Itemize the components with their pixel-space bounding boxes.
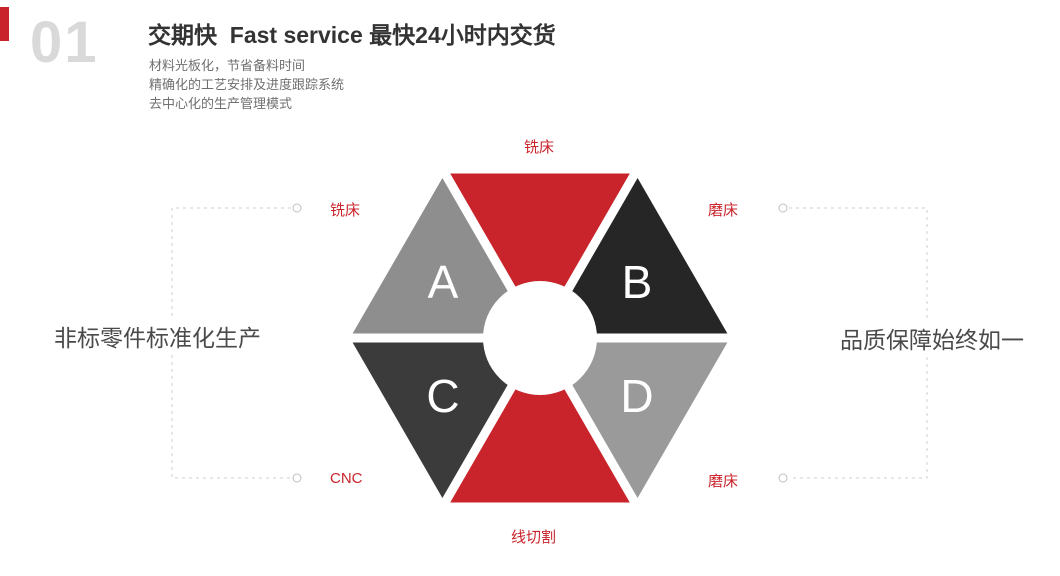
triangle-lower-left bbox=[350, 338, 540, 503]
label-upper-right-grinding: 磨床 bbox=[708, 202, 739, 219]
caption-right: 品质保障始终如一 bbox=[836, 319, 1028, 357]
label-bottom-wirecut: 线切割 bbox=[511, 529, 557, 546]
section-title: 交期快 Fast service 最快24小时内交货 bbox=[148, 22, 556, 48]
triangle-top bbox=[445, 173, 635, 338]
feature-bullet: 材料光板化，节省备料时间 bbox=[149, 58, 306, 73]
letter-b: B bbox=[622, 256, 653, 308]
connector-node bbox=[292, 203, 302, 213]
triangle-lower-right bbox=[540, 338, 730, 503]
feature-bullet-list: 材料光板化，节省备料时间 精确化的工艺安排及进度跟踪系统 去中心化的生产管理模式 bbox=[149, 56, 344, 113]
connector-node bbox=[778, 473, 788, 483]
connector-node bbox=[292, 473, 302, 483]
letter-c: C bbox=[426, 370, 459, 422]
triangle-upper-right bbox=[540, 173, 730, 338]
triangle-bottom bbox=[445, 338, 635, 503]
section-number: 01 bbox=[30, 10, 99, 75]
label-lower-right-grinding: 磨床 bbox=[708, 473, 739, 490]
connector-node bbox=[778, 203, 788, 213]
label-upper-left-milling: 铣床 bbox=[330, 202, 361, 219]
feature-bullet: 精确化的工艺安排及进度跟踪系统 bbox=[149, 77, 345, 92]
label-top-milling: 铣床 bbox=[524, 139, 555, 156]
letter-a: A bbox=[428, 256, 459, 308]
corner-accent-mark bbox=[0, 7, 9, 41]
label-lower-left-cnc: CNC bbox=[330, 470, 363, 487]
hex-center-circle bbox=[483, 281, 597, 395]
letter-d: D bbox=[620, 370, 653, 422]
triangle-upper-left bbox=[350, 173, 540, 338]
caption-left: 非标零件标准化生产 bbox=[50, 317, 265, 355]
feature-bullet: 去中心化的生产管理模式 bbox=[149, 96, 293, 111]
